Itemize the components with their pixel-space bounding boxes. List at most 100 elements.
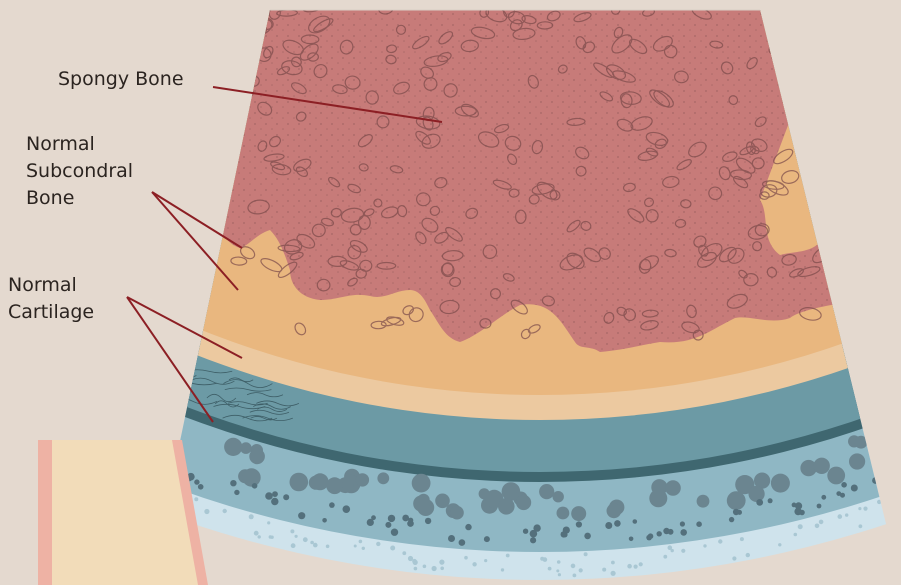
chondrocyte (815, 524, 820, 529)
chondrocyte (194, 479, 199, 484)
chondrocyte (484, 559, 487, 562)
chondrocyte (423, 565, 427, 569)
bone-pore (825, 8, 834, 17)
chondrocyte (849, 453, 865, 469)
chondrocyte (614, 520, 621, 527)
chondrocyte (291, 543, 296, 548)
chondrocyte (696, 521, 702, 527)
chondrocyte (50, 418, 56, 424)
chondrocyte (877, 500, 881, 504)
collagen-fiber (131, 358, 158, 361)
collagen-fiber (157, 373, 197, 378)
bone-pore (775, 58, 787, 69)
chondrocyte (295, 535, 298, 538)
collagen-fiber (43, 338, 89, 341)
chondrocyte (629, 537, 634, 542)
chondrocyte (646, 535, 652, 541)
collagen-fiber (140, 378, 164, 384)
collagen-fiber (75, 344, 100, 350)
chondrocyte (718, 539, 722, 543)
chondrocyte (506, 554, 510, 558)
chondrocyte (859, 524, 863, 528)
chondrocyte (18, 385, 25, 392)
chondrocyte (516, 495, 531, 510)
chondrocyte (359, 540, 363, 544)
chondrocyte (272, 491, 278, 497)
chondrocyte (855, 436, 868, 449)
chondrocyte (104, 433, 110, 439)
chondrocyte (385, 522, 391, 528)
chondrocyte (408, 518, 413, 523)
chondrocyte (249, 514, 254, 519)
chondrocyte (851, 485, 858, 492)
chondrocyte (778, 543, 781, 546)
label-cartilage-line1: Normal (8, 272, 94, 299)
chondrocyte (267, 521, 270, 524)
chondrocyte (523, 529, 528, 534)
chondrocyte (114, 413, 126, 425)
chondrocyte (501, 568, 504, 571)
chondrocyte (882, 444, 900, 462)
chondrocyte (440, 567, 444, 571)
chondrocyte (34, 432, 37, 435)
chondrocyte (377, 472, 389, 484)
chondrocyte (878, 453, 890, 465)
chondrocyte (412, 474, 431, 493)
bone-pore (211, 175, 236, 196)
collagen-fiber (0, 273, 7, 277)
chondrocyte (265, 492, 273, 500)
chondrocyte (571, 564, 576, 569)
chondrocyte (271, 498, 278, 505)
chondrocyte (611, 571, 616, 576)
chondrocyte (223, 509, 227, 513)
chondrocyte (388, 515, 395, 522)
chondrocyte (376, 542, 380, 546)
chondrocyte (827, 467, 845, 485)
bone-pore (787, 31, 802, 43)
collagen-fiber (101, 357, 128, 365)
chondrocyte (0, 327, 4, 341)
chondrocyte (459, 539, 466, 546)
chondrocyte (290, 473, 309, 492)
collagen-fiber (0, 260, 11, 267)
chondrocyte (412, 559, 417, 564)
label-subchondral-line3: Bone (26, 185, 133, 212)
chondrocyte (391, 529, 398, 536)
chondrocyte (840, 493, 845, 498)
chondrocyte (11, 428, 15, 432)
collagen-fiber (0, 282, 6, 289)
chondrocyte (858, 507, 861, 510)
chondrocyte (254, 531, 259, 536)
chondrocyte (556, 569, 559, 572)
bone-pore (218, 77, 241, 85)
chondrocyte (230, 480, 236, 486)
chondrocyte (863, 507, 867, 511)
bone-pore (211, 44, 227, 58)
chondrocyte (740, 537, 744, 541)
chondrocyte (634, 565, 638, 569)
collagen-fiber (147, 358, 183, 362)
chondrocyte (771, 474, 790, 493)
chondrocyte (878, 465, 884, 471)
collagen-fiber (86, 344, 136, 350)
chondrocyte (322, 518, 327, 523)
normal-joint-inset (38, 440, 208, 585)
chondrocyte (66, 420, 73, 427)
chondrocyte (0, 378, 5, 383)
chondrocyte (465, 524, 471, 530)
chondrocyte (390, 546, 395, 551)
collagen-fiber (99, 331, 145, 337)
chondrocyte (877, 477, 883, 483)
chondrocyte (498, 498, 515, 515)
chondrocyte (84, 432, 89, 437)
chondrocyte (746, 553, 750, 557)
chondrocyte (402, 515, 409, 522)
chondrocyte (13, 387, 18, 392)
chondrocyte (668, 529, 674, 535)
collagen-fiber (112, 358, 140, 363)
chondrocyte (795, 502, 802, 509)
chondrocyte (576, 521, 582, 527)
chondrocyte (298, 512, 305, 519)
bone-pore (217, 10, 241, 25)
